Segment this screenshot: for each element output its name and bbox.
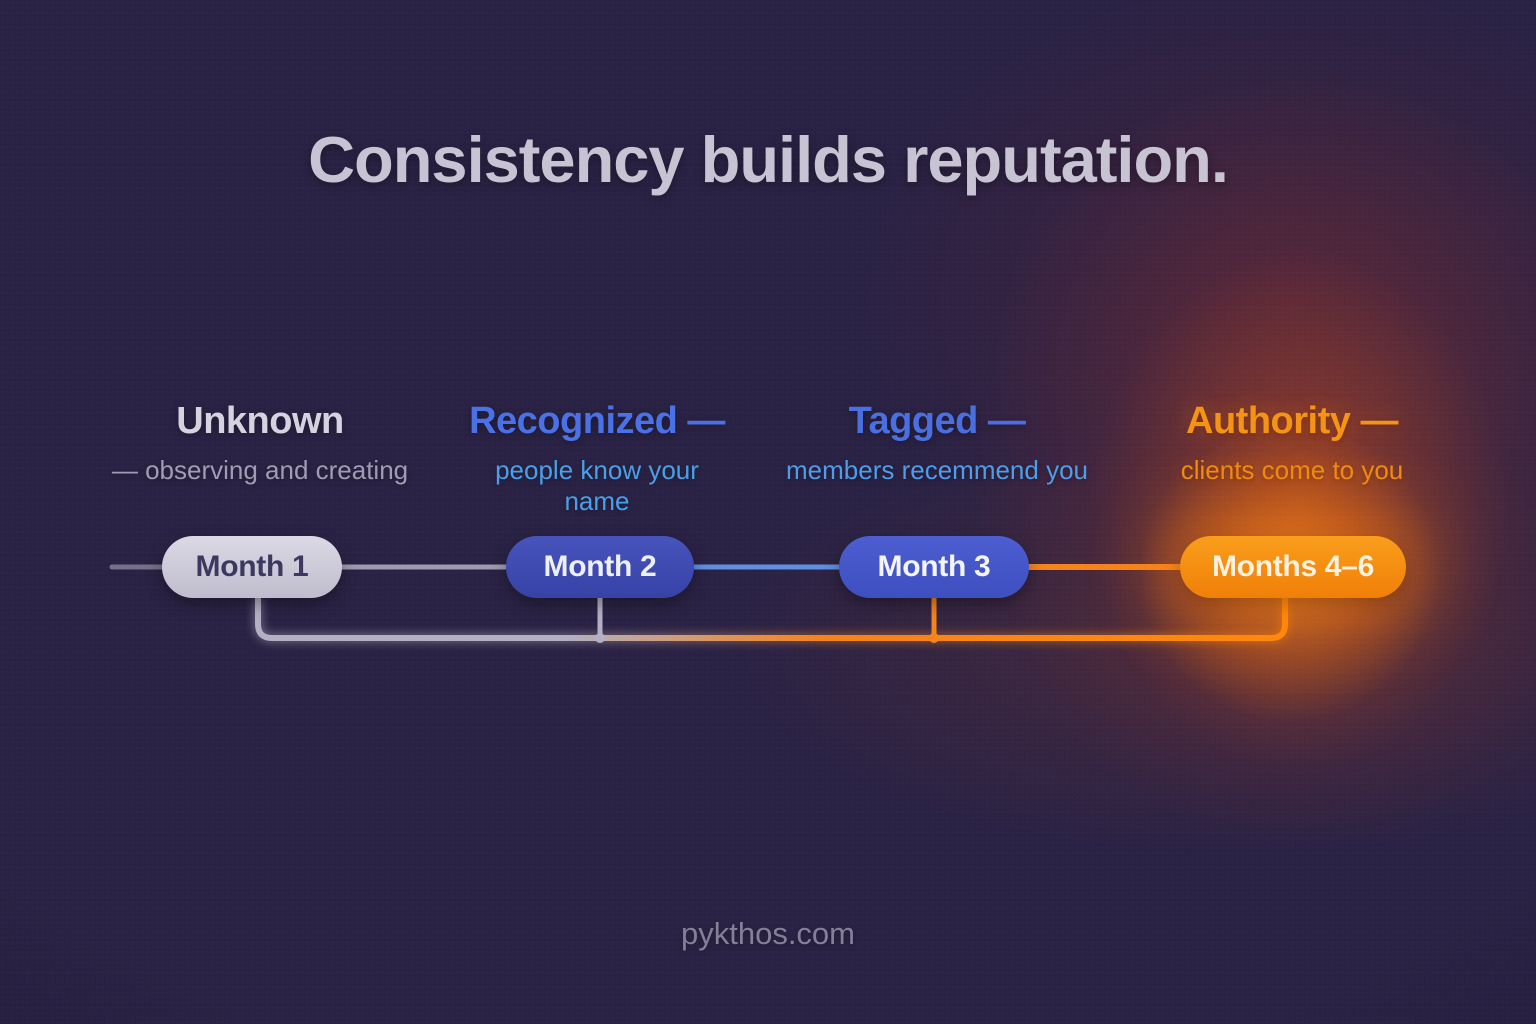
stage-subtitle: people know your name <box>495 455 699 516</box>
stage-tagged: Tagged — members recemmend you <box>757 400 1117 486</box>
pill-months-4-6: Months 4–6 <box>1180 536 1406 598</box>
stage-heading: Tagged — <box>848 400 1026 442</box>
stage-recognized: Recognized — people know your name <box>462 400 732 516</box>
stage-subtitle: — observing and creating <box>111 455 409 485</box>
stage-heading: Unknown <box>176 400 344 442</box>
page-title: Consistency builds reputation. <box>308 122 1229 196</box>
pill-month-3: Month 3 <box>839 536 1029 598</box>
pill-month-2: Month 2 <box>506 536 694 598</box>
stage-heading: Recognized — <box>469 400 725 442</box>
footer-url: pykthos.com <box>680 916 855 951</box>
stage-unknown: Unknown — observing and creating <box>70 400 450 486</box>
junction-month2 <box>595 633 605 643</box>
stage-subtitle: clients come to you <box>1180 455 1404 485</box>
stage-heading: Authority — <box>1186 400 1398 442</box>
junction-month3 <box>929 633 939 643</box>
route-line-glow <box>255 598 1288 641</box>
stage-subtitle: members recemmend you <box>786 455 1088 485</box>
route-line <box>255 598 1288 641</box>
pill-month-1: Month 1 <box>162 536 342 598</box>
stage-authority: Authority — clients come to you <box>1112 400 1472 486</box>
